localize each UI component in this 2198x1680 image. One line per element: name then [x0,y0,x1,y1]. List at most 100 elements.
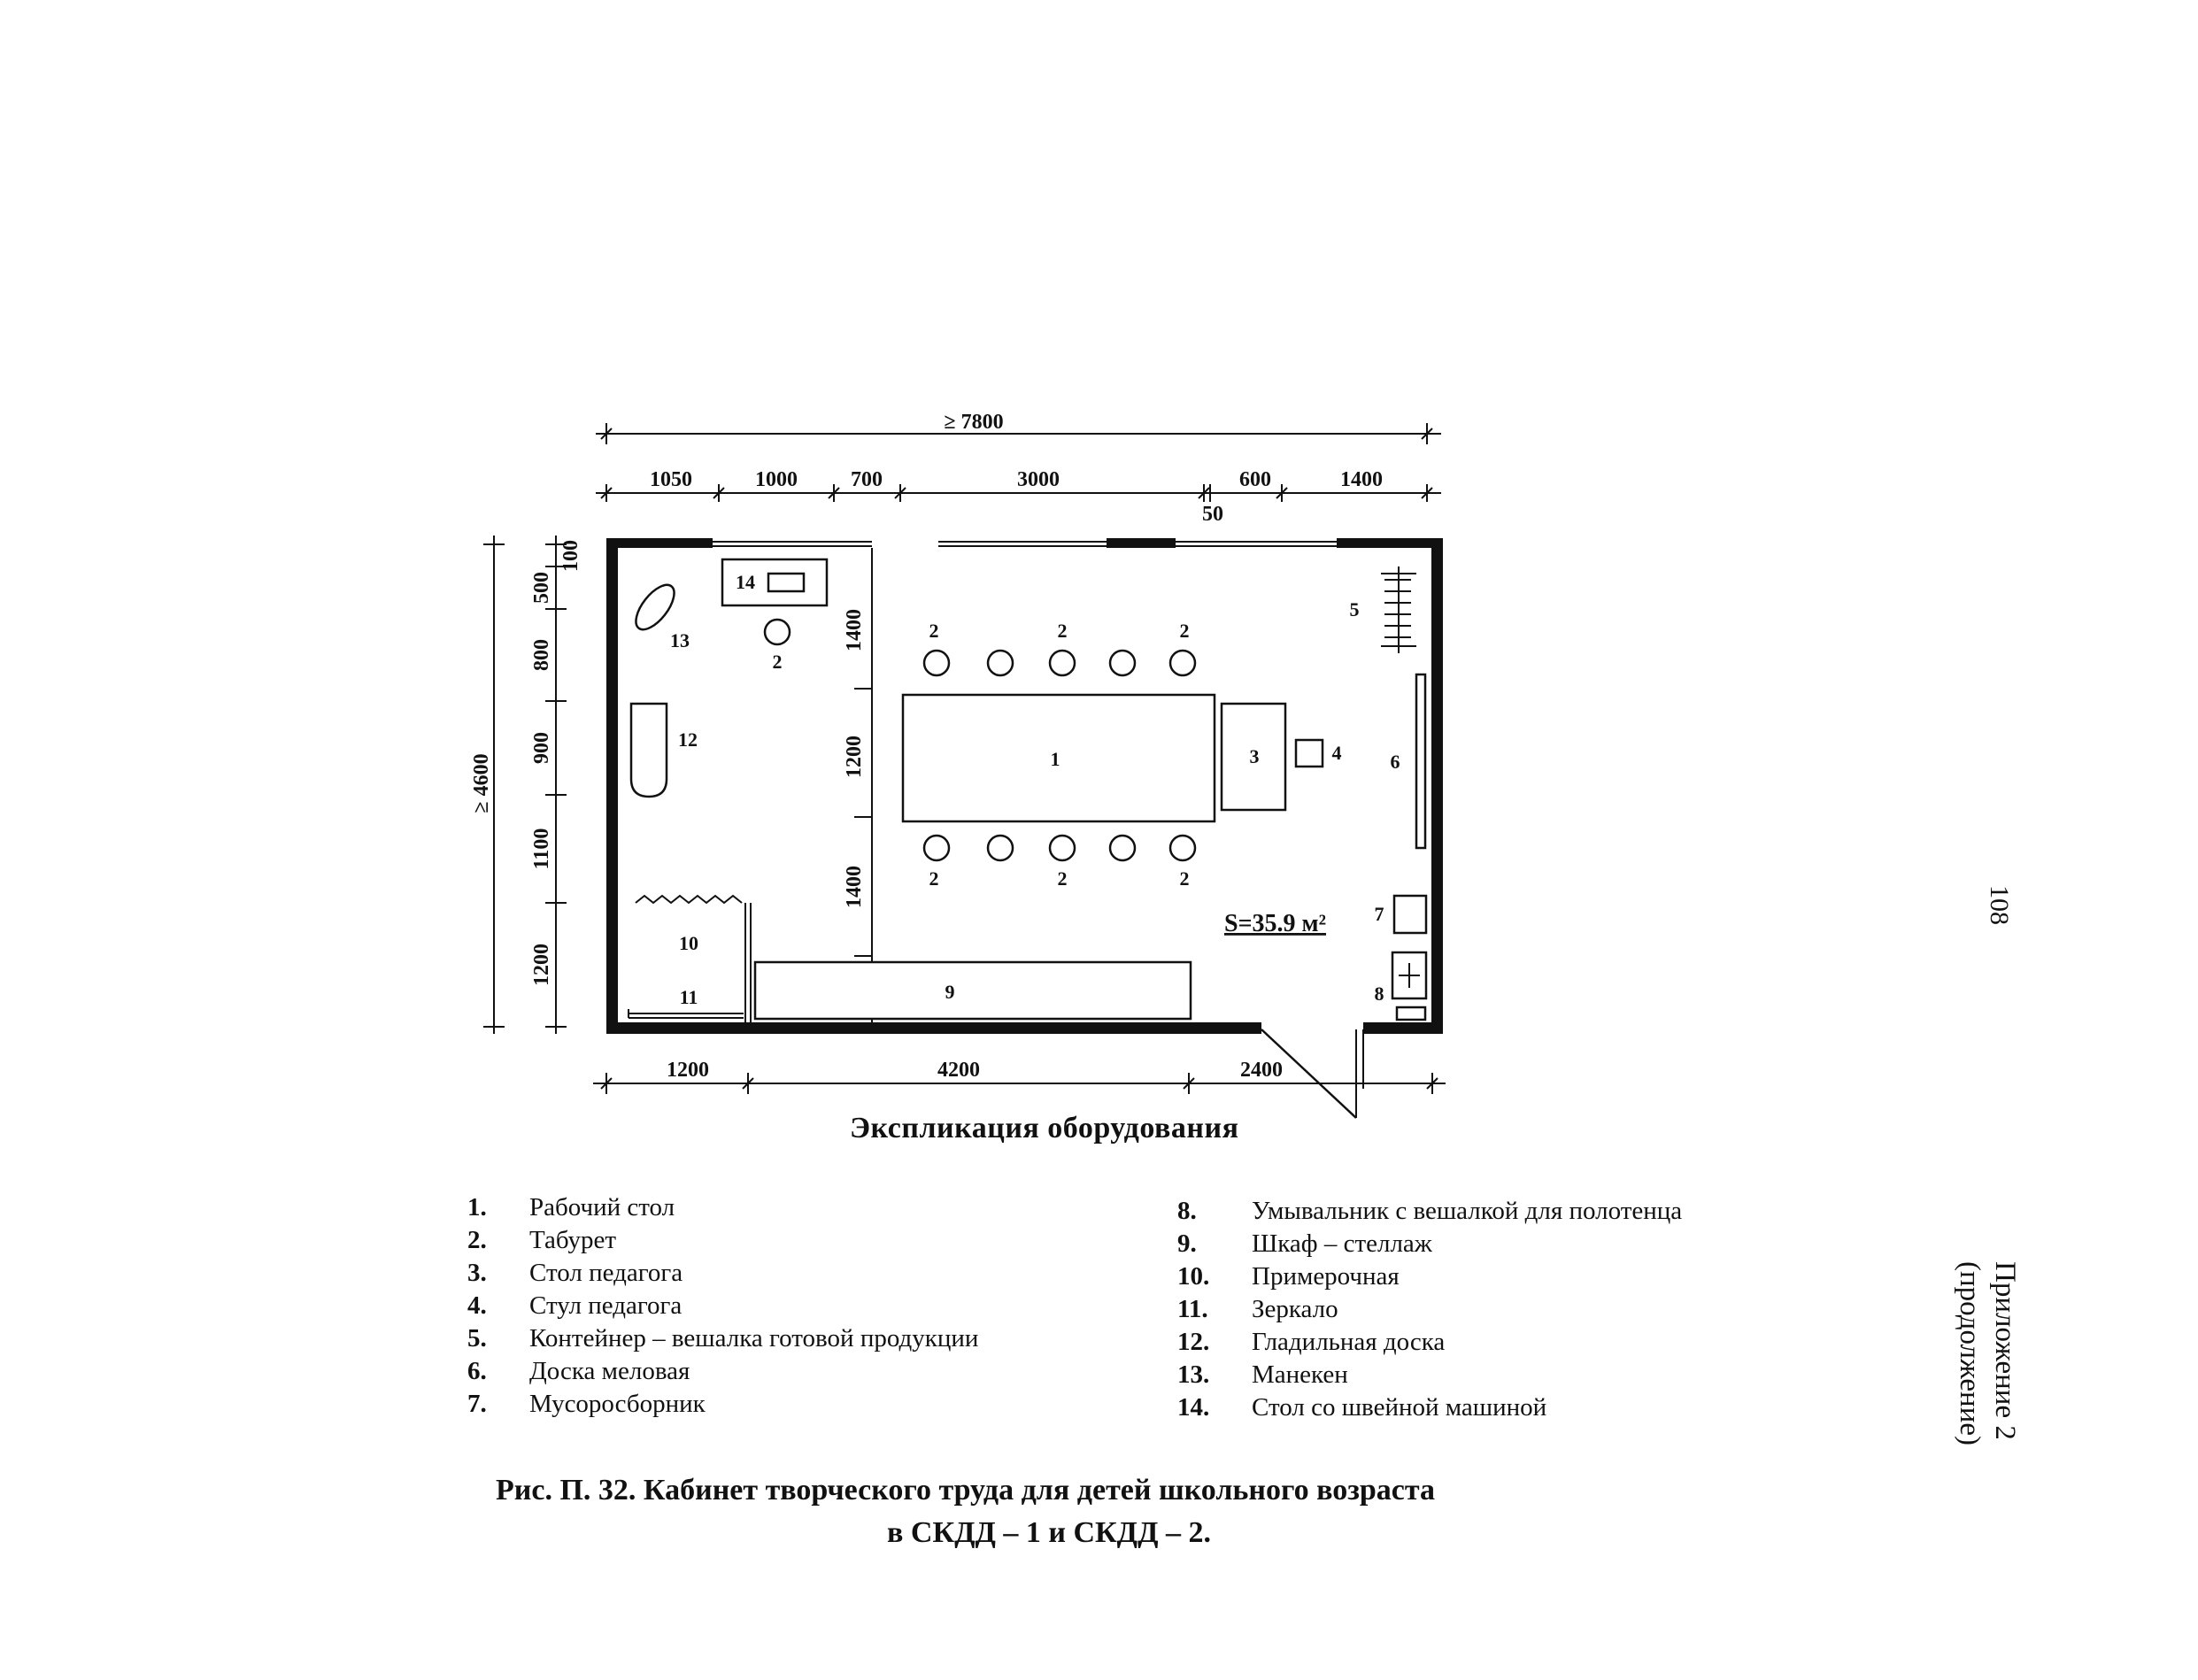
legend-label: Стол со швейной машиной [1252,1393,1547,1422]
area-label: S=35.9 м² [1224,910,1326,937]
stool [922,834,951,862]
legend-label: Мусоросборник [529,1390,706,1418]
legend-label: Манекен [1252,1360,1348,1389]
dim-overall-height: ≥ 4600 [470,753,493,813]
chalkboard [1415,673,1427,850]
legend-item: 14. Стол со швейной машиной [1177,1391,1682,1424]
legend-num: 8. [1177,1197,1197,1225]
label-2-top-a: 2 [929,620,939,642]
appendix-note: Приложение 2 (продолжение) [1917,1261,2032,1483]
sewing-machine [767,572,806,593]
legend-item: 12.Гладильная доска [1177,1326,1682,1359]
stool [922,649,951,677]
legend-item: 10.Примерочная [1177,1260,1682,1293]
dim-top-5: 600 [1239,468,1271,491]
inner-partitions [744,548,873,1022]
legend-num: 3. [467,1259,487,1287]
stool [1108,834,1137,862]
label-14: 14 [736,571,755,593]
stool [1048,834,1076,862]
label-5: 5 [1350,598,1360,620]
dim-left-1: 500 [530,572,553,604]
label-2-sewing: 2 [773,651,783,673]
legend-label: Зеркало [1252,1295,1338,1323]
legend-right-column: 8. Умывальник с вешалкой для полотенца 9.… [1177,1195,1682,1424]
dim-top-gap: 50 [1202,503,1223,526]
bottom-dimensions [593,1073,1446,1094]
appendix-continuation: (продолжение) [1954,1261,1986,1445]
trash-bin [1392,894,1428,935]
legend-num: 14. [1177,1393,1210,1422]
dim-inner-1: 1400 [843,609,866,651]
mannequin [635,583,675,631]
dim-bottom-2: 4200 [937,1059,980,1082]
legend-item: 13. Манекен [1177,1359,1682,1391]
legend-item: 11. Зеркало [1177,1293,1682,1326]
legend-item: 9.Шкаф – стеллаж [1177,1228,1682,1260]
legend-item: 7.Мусоросборник [467,1388,978,1421]
legend-num: 11. [1177,1295,1208,1323]
label-2-bot-c: 2 [1180,867,1190,890]
legend-num: 10. [1177,1262,1210,1291]
dim-left-4: 1100 [530,828,553,870]
label-4: 4 [1332,742,1342,764]
dim-left-2: 800 [530,639,553,671]
stool [1168,649,1197,677]
dim-left-top: 100 [559,540,582,572]
dim-inner-2: 1200 [843,736,866,778]
label-6: 6 [1391,751,1400,773]
label-11: 11 [680,986,698,1008]
ironing-board [629,702,668,798]
label-3: 3 [1250,745,1260,767]
stool [1048,649,1076,677]
stool [1108,649,1137,677]
label-1: 1 [1051,748,1060,770]
legend-label: Доска меловая [529,1357,690,1385]
dim-inner-3: 1400 [843,866,866,908]
door [1261,1029,1364,1119]
dim-left-5: 1200 [530,944,553,986]
windows [713,541,1337,547]
dim-top-2: 1000 [755,468,798,491]
label-10: 10 [679,932,698,954]
legend-num: 9. [1177,1229,1197,1258]
top-dimensions: ≥ 7800 1050 1000 700 3000 600 1400 50 [596,411,1441,526]
legend-item: 3.Стол педагога [467,1257,978,1290]
legend-num: 2. [467,1226,487,1254]
label-2-bot-a: 2 [929,867,939,890]
dim-overall-width: ≥ 7800 [944,411,1003,434]
legend-num: 12. [1177,1328,1210,1356]
label-9: 9 [945,981,955,1003]
caption-line-1: Рис. П. 32. Кабинет творческого труда дл… [496,1474,1435,1507]
label-2-top-c: 2 [1180,620,1190,642]
label-13: 13 [670,629,690,651]
stool [986,834,1014,862]
teacher-table [1220,702,1287,812]
dim-top-1: 1050 [650,468,692,491]
legend-label: Стул педагога [529,1291,683,1320]
stool [1168,834,1197,862]
appendix-title: Приложение 2 [1989,1261,2021,1440]
teacher-chair [1294,738,1324,768]
work-table [901,693,1216,823]
label-2-bot-b: 2 [1058,867,1068,890]
page-number: 108 [1985,885,2014,925]
stools-bottom-row [922,834,1197,862]
dim-bottom-3: 2400 [1240,1059,1283,1082]
dim-top-3: 700 [851,468,883,491]
legend-label: Умывальник с вешалкой для полотенца [1252,1197,1683,1225]
stool [763,618,791,646]
washbasin [1391,951,1428,1021]
dim-bottom-1: 1200 [667,1059,709,1082]
figure-caption: Рис. П. 32. Кабинет творческого труда дл… [496,1469,1602,1554]
legend-num: 6. [467,1357,487,1385]
stools-top-row [922,649,1197,677]
legend-num: 13. [1177,1360,1210,1389]
caption-line-2: в СКДД – 1 и СКДД – 2. [887,1516,1211,1549]
label-8: 8 [1375,983,1384,1005]
legend-label: Табурет [529,1226,617,1254]
clothes-rack [1381,566,1416,653]
legend-title: Экспликация оборудования [850,1112,1239,1144]
mirror [628,1009,744,1019]
